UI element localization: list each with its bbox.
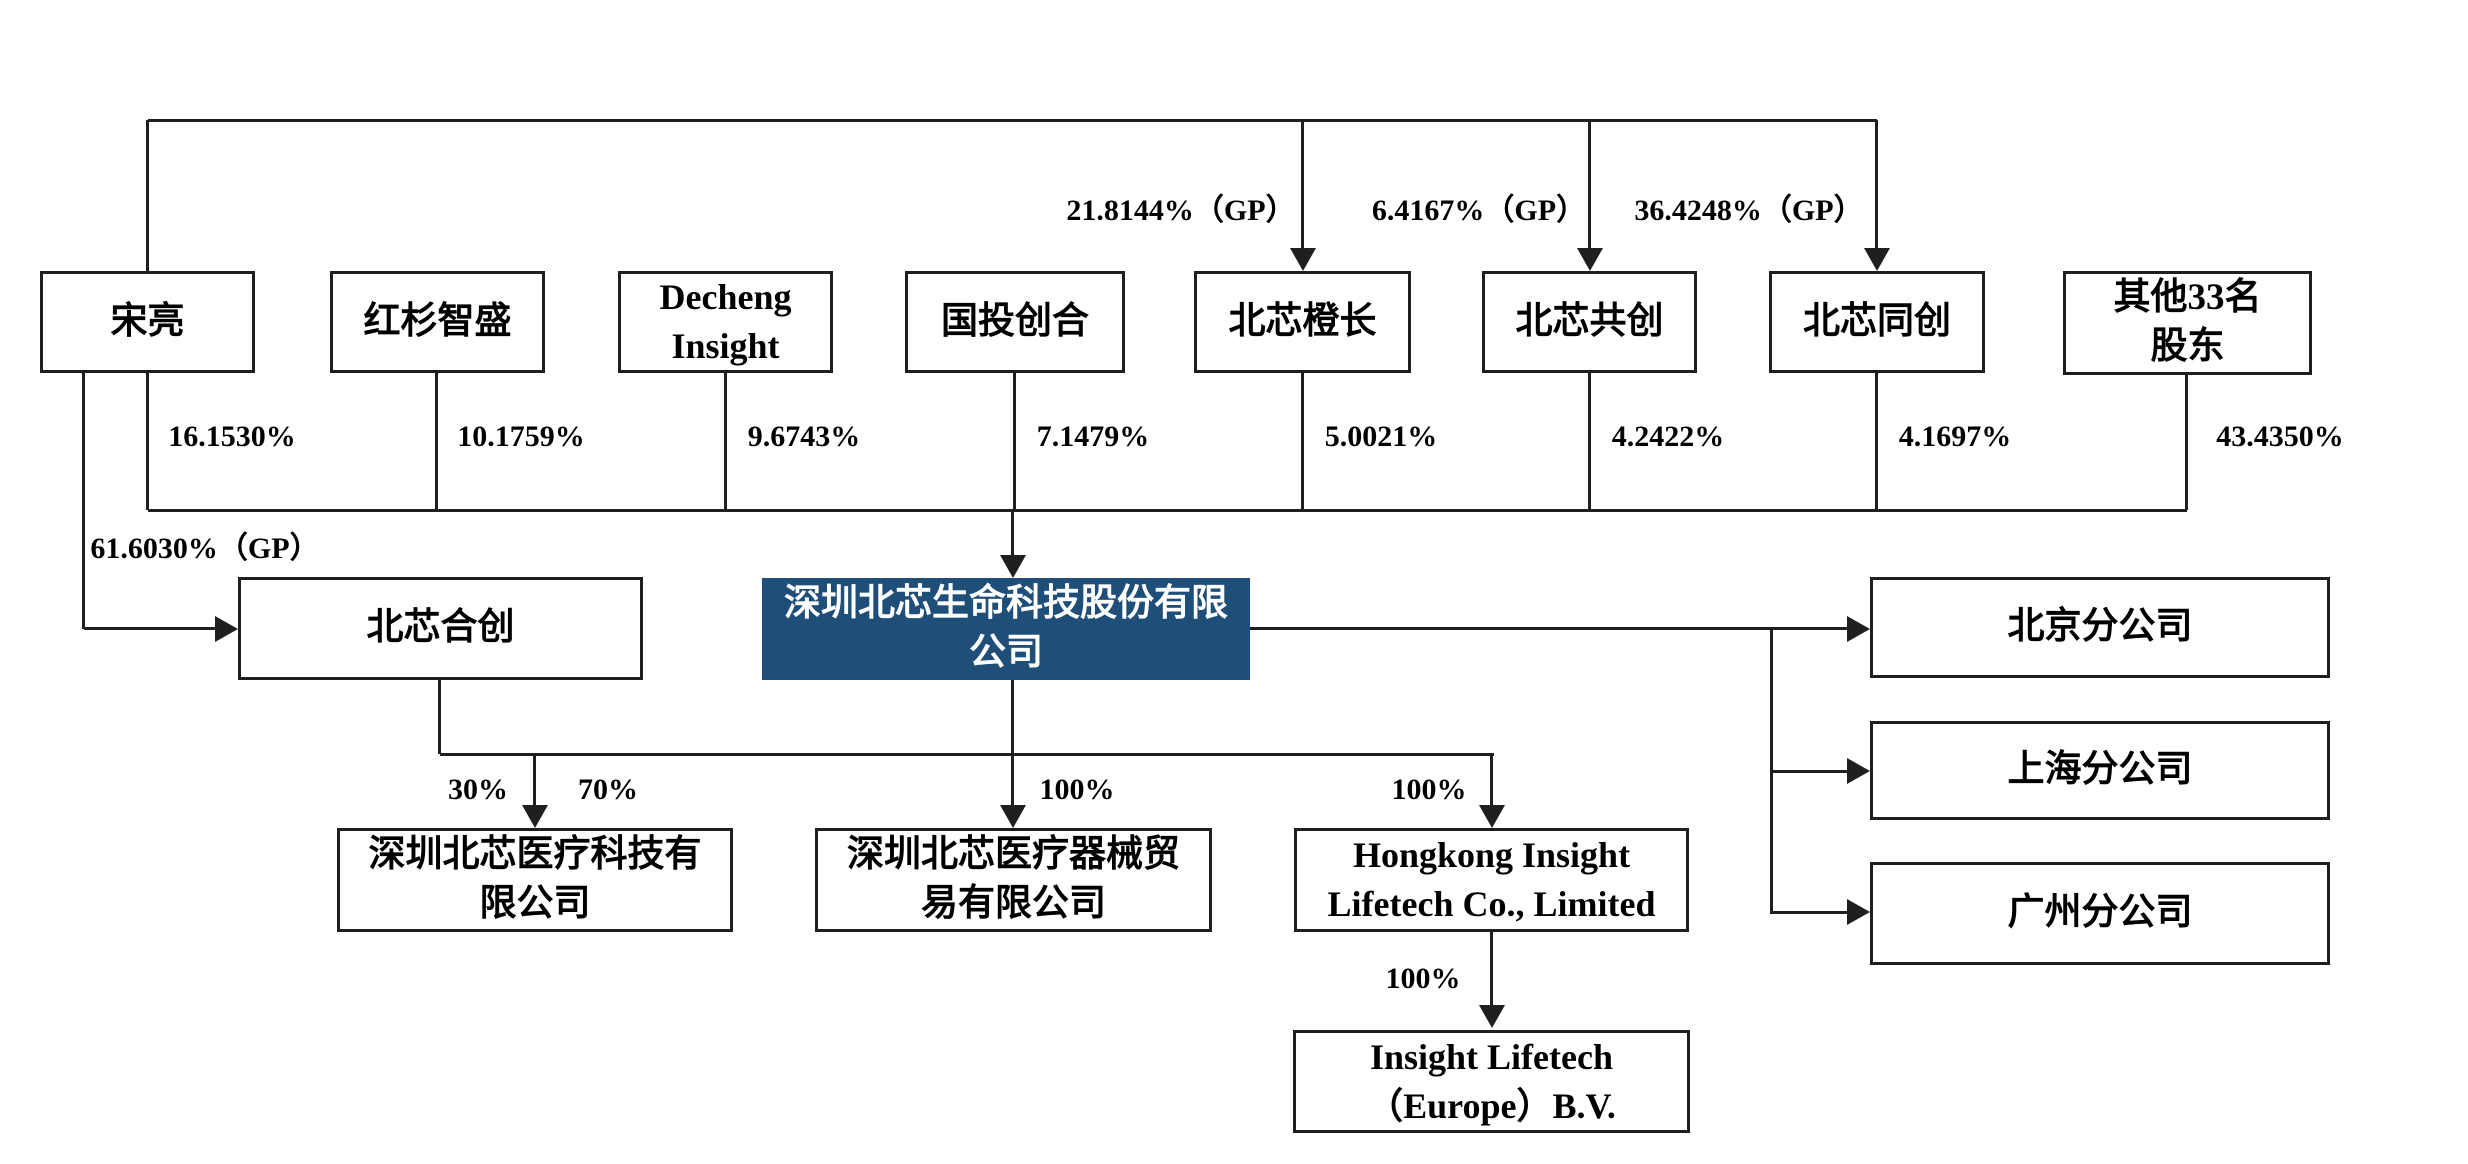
company-box-shenzhen-beixin: 深圳北芯生命科技股份有限 公司 (762, 578, 1250, 680)
connector-gongchuang-ownership (1588, 373, 1591, 510)
shareholder-box-beixin-chengzhang: 北芯橙长 (1194, 271, 1411, 373)
top-gp-bus-line (148, 119, 1877, 122)
branch-box-shanghai: 上海分公司 (1870, 721, 2330, 820)
connector-hongshan-ownership (435, 373, 438, 510)
ownership-label-gongchuang: 4.2422% (1611, 420, 1725, 453)
subsidiary-box-hongkong-insight: Hongkong Insight Lifetech Co., Limited (1294, 828, 1689, 932)
gp-label-song-hechuang: 61.6030%（GP） (90, 532, 320, 565)
subsidiary-box-insight-europe: Insight Lifetech （Europe）B.V. (1293, 1030, 1690, 1133)
equity-label-100-europe: 100% (1385, 962, 1461, 995)
arrowhead-gp-tongchuang (1864, 248, 1890, 271)
connector-song-ownership (146, 373, 149, 510)
branch-bus-vertical (1770, 628, 1773, 914)
shareholder-box-beixin-gongchuang: 北芯共创 (1482, 271, 1697, 373)
ownership-label-hongshan: 10.1759% (457, 420, 585, 453)
equity-label-100-trading: 100% (1039, 773, 1115, 806)
subsidiary-box-medical-tech: 深圳北芯医疗科技有 限公司 (337, 828, 733, 932)
arrowhead-into-guangzhou (1847, 899, 1870, 925)
ownership-label-tongchuang: 4.1697% (1898, 420, 2012, 453)
connector-shanghai-stub (1772, 770, 1847, 773)
shareholder-box-hongshan-zhisheng: 红杉智盛 (330, 271, 545, 373)
partnership-box-beixin-hechuang: 北芯合创 (238, 577, 643, 680)
connector-company-down (1011, 680, 1014, 754)
arrowhead-into-company (1000, 555, 1026, 578)
connector-gp-gongchuang (1588, 120, 1591, 248)
arrowhead-into-hongkong (1479, 805, 1505, 828)
branch-box-beijing: 北京分公司 (1870, 577, 2330, 678)
ownership-label-others: 43.4350% (2216, 420, 2344, 453)
connector-song-gp-horizontal (84, 627, 215, 630)
arrowhead-into-europe (1479, 1005, 1505, 1028)
connector-others-ownership (2185, 373, 2188, 510)
arrowhead-into-shanghai (1847, 758, 1870, 784)
subsidiary-box-device-trading: 深圳北芯医疗器械贸 易有限公司 (815, 828, 1212, 932)
arrowhead-into-beijing (1847, 616, 1870, 642)
connector-to-medtech (533, 754, 536, 805)
ownership-label-chengzhang: 5.0021% (1324, 420, 1438, 453)
subsidiary-bus-line (440, 753, 1494, 756)
shareholder-box-other-33-holders: 其他33名 股东 (2063, 271, 2312, 375)
connector-chengzhang-ownership (1301, 373, 1304, 510)
arrowhead-into-medtech (522, 805, 548, 828)
connector-song-gp-vertical (82, 373, 85, 629)
gp-label-tongchuang: 36.4248%（GP） (1634, 194, 1864, 227)
connector-gp-chengzhang (1301, 120, 1304, 248)
connector-song-to-top-bus (146, 120, 149, 271)
connector-bus-to-company (1011, 510, 1014, 555)
connector-guotou-ownership (1013, 373, 1016, 510)
shareholder-box-decheng-insight: Decheng Insight (618, 271, 833, 373)
ownership-label-guotou: 7.1479% (1036, 420, 1150, 453)
connector-guangzhou-stub (1772, 911, 1847, 914)
connector-hechuang-down (438, 680, 441, 754)
connector-hk-to-europe (1490, 932, 1493, 1005)
gp-label-chengzhang: 21.8144%（GP） (1066, 194, 1296, 227)
branch-box-guangzhou: 广州分公司 (1870, 862, 2330, 965)
equity-label-30-medtech: 30% (448, 773, 508, 806)
shareholder-box-beixin-tongchuang: 北芯同创 (1769, 271, 1985, 373)
connector-gp-tongchuang (1875, 120, 1878, 248)
ownership-label-decheng: 9.6743% (747, 420, 861, 453)
connector-to-trading (1011, 754, 1014, 805)
arrowhead-into-hechuang (215, 616, 238, 642)
connector-tongchuang-ownership (1875, 373, 1878, 510)
arrowhead-into-trading (1000, 805, 1026, 828)
connector-company-to-branches (1250, 627, 1847, 630)
arrowhead-gp-chengzhang (1290, 248, 1316, 271)
arrowhead-gp-gongchuang (1577, 248, 1603, 271)
shareholder-box-guotou-chuanghe: 国投创合 (905, 271, 1125, 373)
ownership-label-song: 16.1530% (168, 420, 296, 453)
equity-label-100-hongkong: 100% (1391, 773, 1467, 806)
connector-to-hongkong (1490, 754, 1493, 805)
ownership-bus-line (148, 509, 2187, 512)
gp-label-gongchuang: 6.4167%（GP） (1371, 194, 1587, 227)
connector-decheng-ownership (724, 373, 727, 510)
shareholder-box-song-liang: 宋亮 (40, 271, 255, 373)
equity-label-70-medtech: 70% (578, 773, 638, 806)
